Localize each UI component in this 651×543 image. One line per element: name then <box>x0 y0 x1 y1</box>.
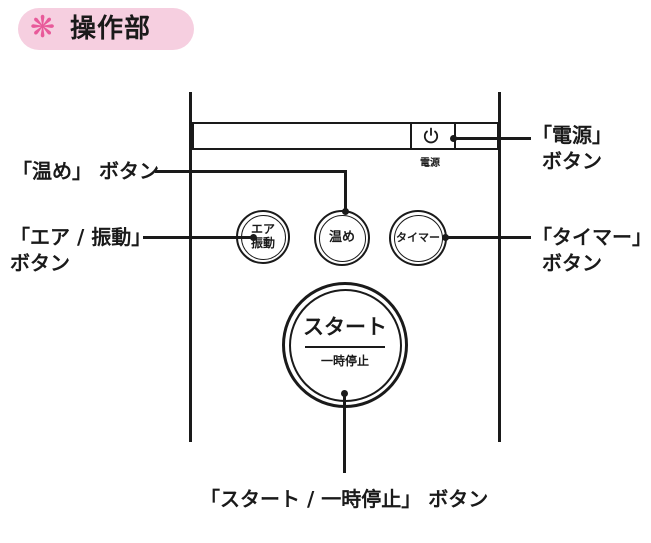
start-divider <box>305 346 385 348</box>
timer-button[interactable]: タイマー <box>389 210 447 266</box>
air-vibration-leader-line <box>143 236 253 239</box>
warm-leader-line <box>155 170 347 173</box>
warm-leader-drop <box>344 170 347 212</box>
timer-leader-line <box>445 236 531 239</box>
warm-button-label: 温め <box>328 229 355 245</box>
air-vibration-leader-dot <box>250 234 257 241</box>
power-button[interactable] <box>410 124 452 148</box>
power-icon <box>423 127 439 144</box>
callout-warm: 「温め」 ボタン <box>12 159 159 183</box>
start-leader-line <box>343 393 346 473</box>
callout-power: 「電源」 ボタン <box>532 123 612 173</box>
start-button-label: スタート <box>303 315 387 339</box>
callout-start-pause: 「スタート / 一時停止」 ボタン <box>200 487 489 511</box>
section-title: 操作部 <box>70 14 152 44</box>
callout-timer: 「タイマー」 ボタン <box>532 225 651 275</box>
power-button-label: 電源 <box>420 158 440 169</box>
panel-right-edge <box>498 92 501 442</box>
section-header: ❋ 操作部 <box>18 8 194 50</box>
power-leader-line <box>453 137 531 140</box>
warm-button[interactable]: 温め <box>314 210 370 266</box>
air-vibration-label-2: 振動 <box>250 236 275 250</box>
pause-button-label: 一時停止 <box>320 354 369 368</box>
warm-leader-dot <box>342 208 349 215</box>
callout-air-vibration: 「エア / 振動」 ボタン <box>10 225 152 275</box>
asterisk-icon: ❋ <box>30 10 56 45</box>
air-vibration-label-1: エア <box>250 222 275 237</box>
panel-left-edge <box>189 92 192 442</box>
timer-button-label: タイマー <box>396 230 440 244</box>
